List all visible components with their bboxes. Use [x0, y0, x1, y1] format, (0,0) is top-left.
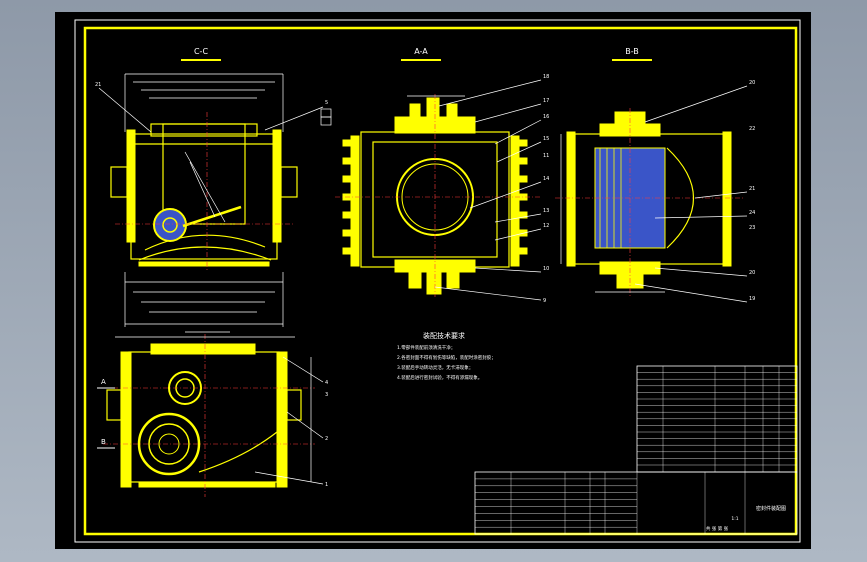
callouts-aa: 18 17 16 15 14 13 12 11 10 9: [434, 74, 549, 304]
view-label-aa-text: A-A: [414, 47, 428, 56]
callout-bb-24: 24: [749, 210, 755, 216]
cad-drawing-canvas[interactable]: C-C A-A B-B: [55, 12, 811, 549]
title-block-scale: 1:1: [731, 516, 738, 522]
callout-lower-1: 1: [325, 482, 328, 488]
section-mark-a-left: A: [101, 378, 106, 386]
title-block-drawing-name: 密封件装配图: [756, 505, 786, 512]
notes-line-2: 2.各密封面不得有划伤等缺陷，装配时涂密封胶；: [397, 354, 496, 361]
callout-bb-21: 21: [749, 186, 755, 192]
notes-title: 装配技术要求: [423, 331, 465, 340]
view-label-bb: B-B: [612, 47, 652, 61]
callout-lower-3: 3: [325, 392, 328, 398]
view-label-aa: A-A: [401, 47, 441, 61]
callout-aa-17: 17: [543, 98, 549, 104]
technical-notes: 装配技术要求 1.零部件装配前须清洗干净； 2.各密封面不得有划伤等缺陷，装配时…: [397, 331, 496, 381]
cad-viewport[interactable]: C-C A-A B-B: [55, 12, 811, 549]
title-block: 密封件装配图 1:1 共 张 第 张: [474, 471, 798, 535]
notes-line-3: 3.装配后手动转动灵活，无卡滞现象；: [397, 364, 473, 371]
parts-list-table: [636, 365, 798, 473]
callout-aa-13: 13: [543, 208, 549, 214]
callouts-lower: 4 3 2 1: [254, 356, 328, 488]
callout-cc-5: 5: [325, 100, 328, 106]
callouts-bb: 20 22 21 24 23 20 19: [634, 80, 755, 303]
callout-aa-18: 18: [543, 74, 549, 80]
callout-aa-11: 11: [543, 153, 549, 159]
callout-aa-15: 15: [543, 136, 549, 142]
view-label-bb-text: B-B: [625, 47, 639, 56]
view-label-cc-text: C-C: [194, 47, 208, 56]
callout-bb-19: 19: [749, 296, 755, 302]
callout-aa-9: 9: [543, 298, 546, 304]
callout-aa-14: 14: [543, 176, 549, 182]
view-cc-section[interactable]: [110, 73, 298, 327]
callout-lower-2: 2: [325, 436, 328, 442]
callout-bb-20a: 20: [749, 80, 755, 86]
outer-frame: [74, 19, 801, 543]
notes-line-1: 1.零部件装配前须清洗干净；: [397, 344, 455, 351]
callout-bb-20b: 20: [749, 270, 755, 276]
callout-aa-16: 16: [543, 114, 549, 120]
callout-aa-12: 12: [543, 223, 549, 229]
callout-bb-22: 22: [749, 126, 755, 132]
title-block-sheet: 共 张 第 张: [706, 525, 729, 532]
view-bb-section[interactable]: [555, 108, 745, 297]
callout-cc-21: 21: [95, 82, 101, 88]
section-mark-b-left: B: [101, 438, 106, 446]
section-marks: A B: [97, 378, 115, 449]
callout-bb-23: 23: [749, 225, 755, 231]
view-aa-section[interactable]: [335, 94, 540, 297]
view-front-section[interactable]: [103, 331, 315, 497]
callout-lower-4: 4: [325, 380, 328, 386]
callout-aa-10: 10: [543, 266, 549, 272]
view-label-cc: C-C: [181, 47, 221, 61]
notes-line-4: 4.装配后进行密封试验，不得有渗漏现象。: [397, 374, 482, 381]
inner-frame: [83, 26, 798, 536]
